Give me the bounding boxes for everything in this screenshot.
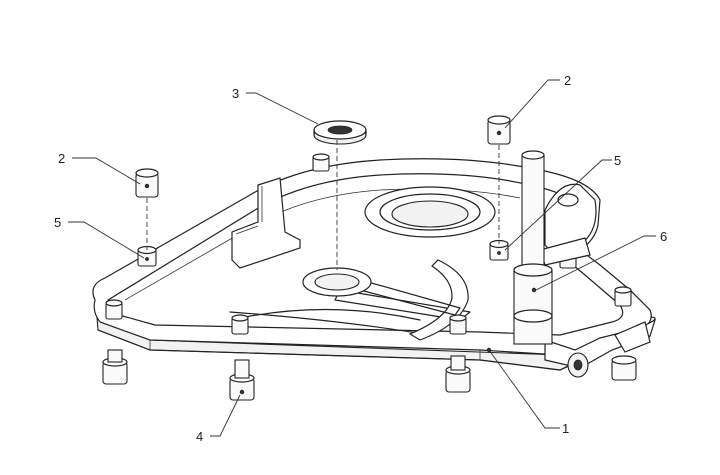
upper-pivot-arm	[539, 183, 597, 266]
callout-5-left: 5	[54, 215, 61, 230]
adjuster-feet	[102, 349, 637, 401]
rim-studs	[105, 153, 632, 335]
leader-lines	[68, 79, 656, 437]
vertical-shaft	[513, 150, 553, 345]
bearing-seat	[302, 267, 461, 316]
callout-labels: 1 2 2 3 4 5 5 6	[54, 73, 667, 444]
callout-5-right: 5	[614, 153, 621, 168]
bushing-left	[137, 245, 157, 267]
callout-3: 3	[232, 86, 239, 101]
callout-2-right: 2	[564, 73, 571, 88]
left-bracket	[231, 177, 301, 269]
right-hinge	[544, 318, 657, 378]
callout-2-left: 2	[58, 151, 65, 166]
callout-6: 6	[660, 229, 667, 244]
bearing-ring	[313, 120, 367, 145]
callout-1: 1	[562, 421, 569, 436]
locating-pin-left	[135, 168, 159, 198]
callout-4: 4	[196, 429, 203, 444]
upper-circular-boss	[364, 186, 496, 238]
assembly-axes	[146, 140, 500, 270]
locating-pin-right	[487, 115, 511, 145]
